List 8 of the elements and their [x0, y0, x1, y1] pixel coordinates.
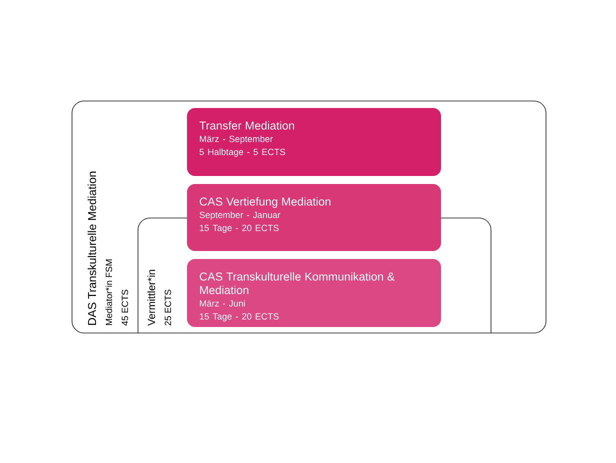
- rotated-label: 25 ECTS: [164, 290, 172, 326]
- course-box: Transfer Mediation März - September 5 Halbtage - 5 ECTS: [187, 108, 441, 176]
- rotated-label: Mediator*in FSM: [105, 260, 112, 326]
- rotated-label: DAS Transkulturelle Mediation: [88, 172, 96, 325]
- rotated-label: Vermittler*in: [147, 270, 156, 326]
- course-box: CAS Vertiefung Mediation September - Januar 15 Tage - 20 ECTS: [187, 184, 441, 251]
- rotated-label: 45 ECTS: [122, 290, 128, 326]
- course-box: CAS Transkulturelle Kommunikation & Mediation März - Juni 15 Tage - 20 ECTS: [187, 259, 441, 327]
